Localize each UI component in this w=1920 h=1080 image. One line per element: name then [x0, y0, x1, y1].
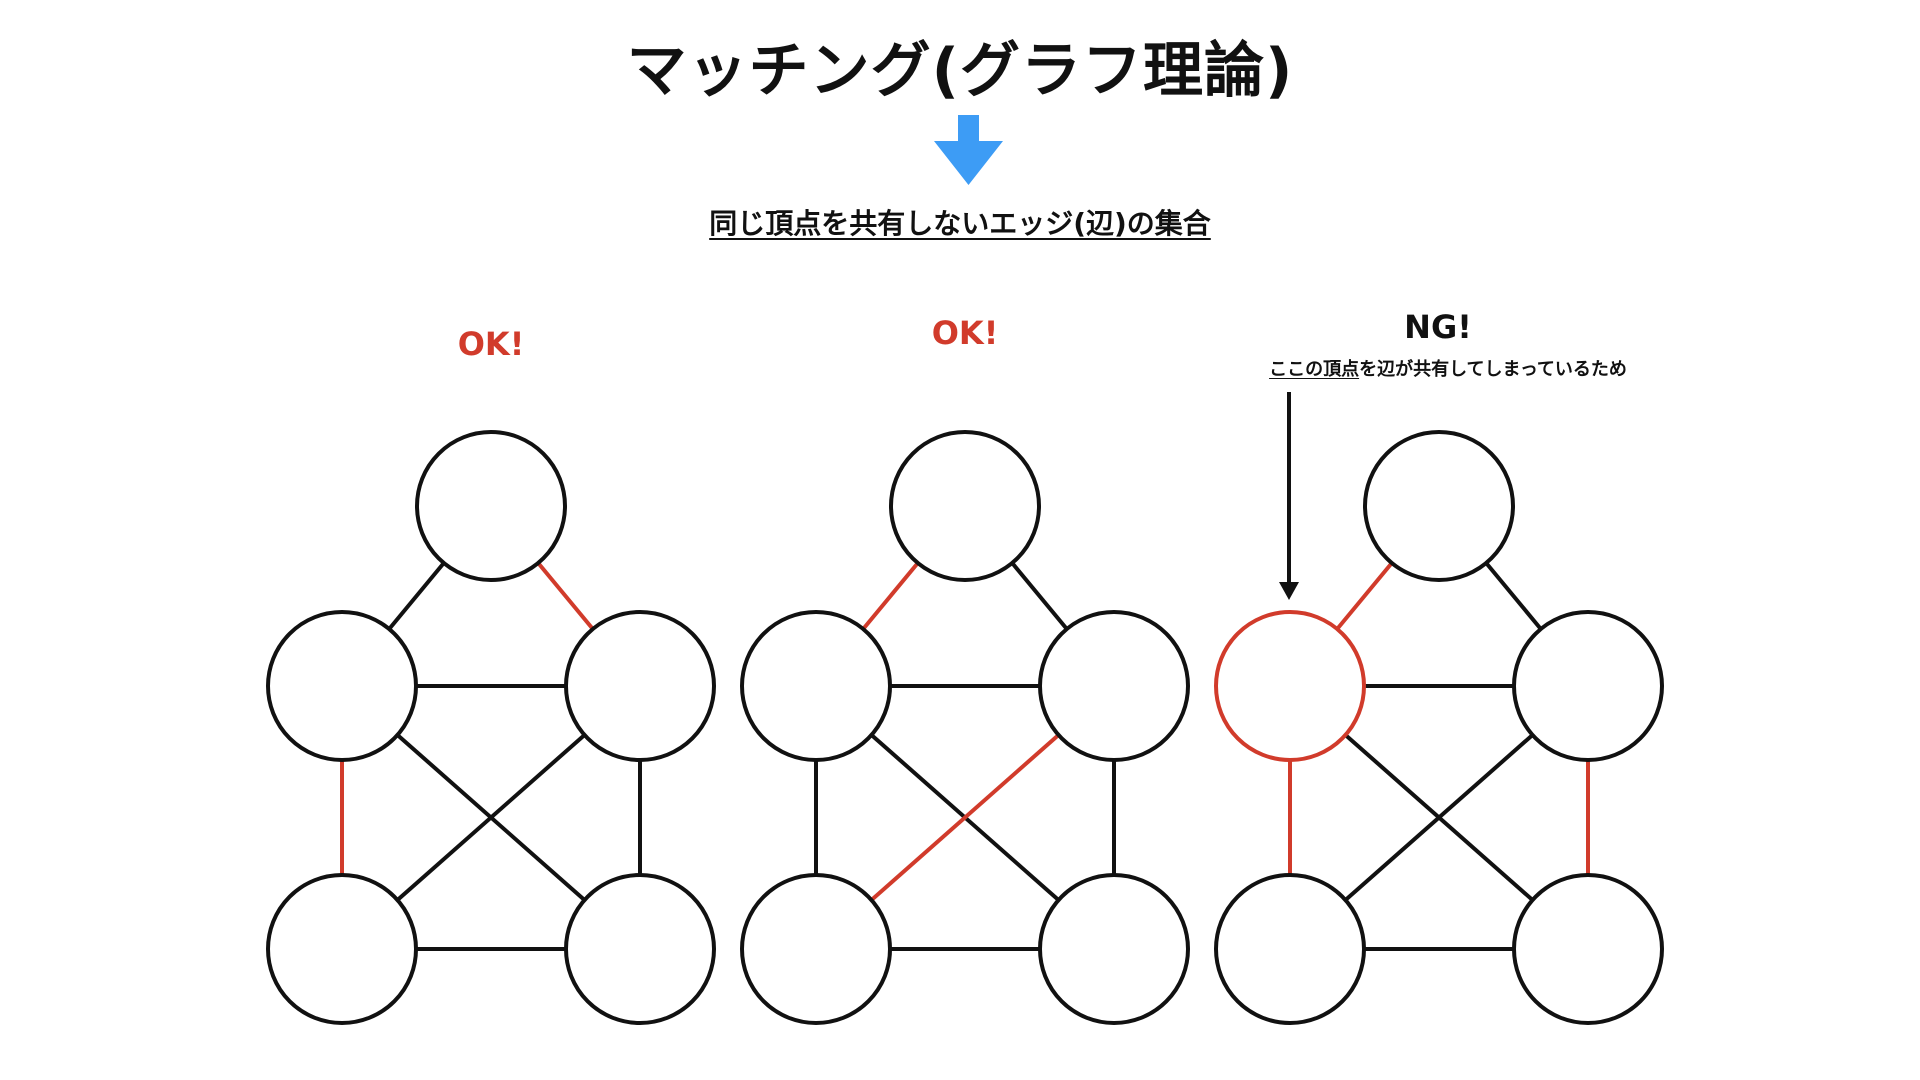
matching-edge-right-bottomleft	[870, 733, 1060, 902]
vertex-left	[740, 610, 892, 762]
matching-edge-top-left	[1335, 561, 1394, 631]
vertex-bottomright	[1038, 873, 1190, 1025]
matching-edge-top-right	[536, 561, 595, 631]
edge-right-bottomleft	[1344, 733, 1534, 902]
matching-edge-top-left	[861, 561, 920, 631]
panel-3-label: NG!	[1404, 308, 1472, 346]
vertex-top	[1363, 430, 1515, 582]
down-arrow-icon	[934, 115, 1003, 185]
vertex-bottomleft	[740, 873, 892, 1025]
edge-right-bottomleft	[396, 733, 586, 902]
pointer-arrowhead-icon	[1279, 582, 1299, 600]
vertex-right	[1512, 610, 1664, 762]
vertex-bottomright	[1512, 873, 1664, 1025]
edge-top-left	[387, 561, 446, 631]
vertex-top	[415, 430, 567, 582]
edge-top-right	[1484, 561, 1543, 631]
subtitle: 同じ頂点を共有しないエッジ(辺)の集合	[709, 207, 1211, 240]
vertex-right	[564, 610, 716, 762]
vertex-bottomright	[564, 873, 716, 1025]
page-title: マッチング(グラフ理論)	[626, 36, 1294, 106]
vertex-left	[266, 610, 418, 762]
ng-note-rest: を辺が共有してしまっているため	[1359, 359, 1627, 380]
ng-note: ここの頂点を辺が共有してしまっているため	[1188, 355, 1708, 381]
vertex-right	[1038, 610, 1190, 762]
shared-vertex-left	[1214, 610, 1366, 762]
ng-note-underlined: ここの頂点	[1269, 359, 1360, 380]
vertex-bottomleft	[1214, 873, 1366, 1025]
vertex-top	[889, 430, 1041, 582]
panel-2-label: OK!	[931, 314, 999, 352]
vertex-bottomleft	[266, 873, 418, 1025]
panel-1-label: OK!	[457, 325, 525, 363]
edge-top-right	[1010, 561, 1069, 631]
